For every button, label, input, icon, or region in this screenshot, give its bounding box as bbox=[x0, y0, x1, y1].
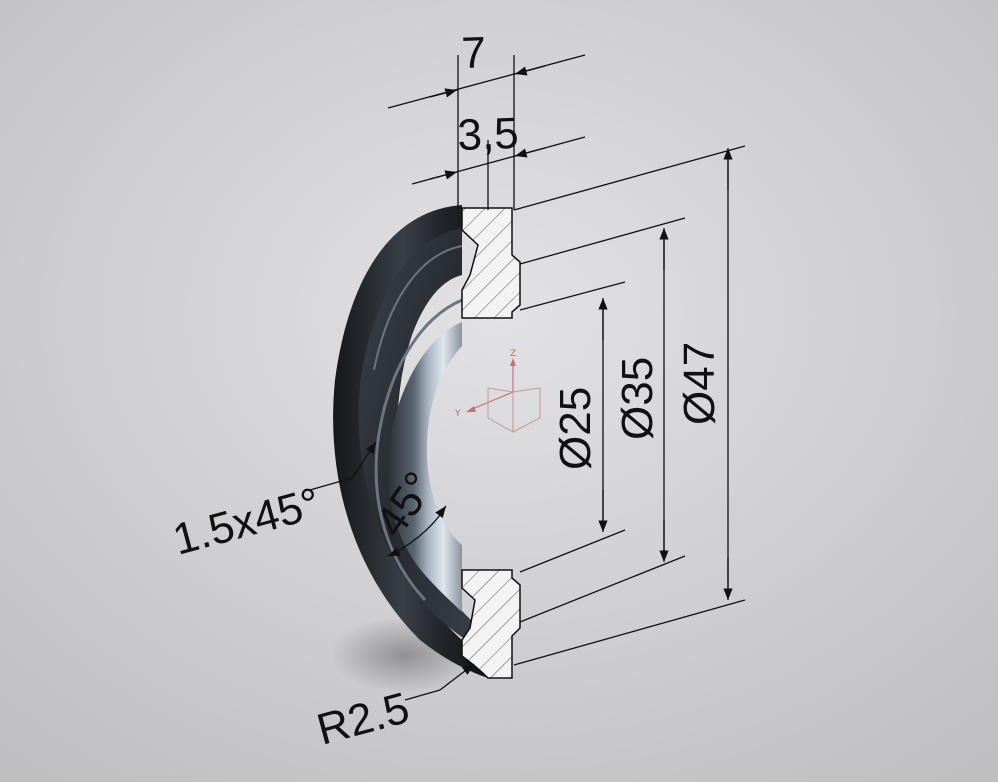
axis-label-y: Y bbox=[454, 409, 461, 419]
section-lower bbox=[461, 569, 521, 679]
outer-edge-highlight bbox=[373, 245, 463, 371]
coordinate-axes: Z Y bbox=[454, 349, 541, 433]
dim-line-width-total bbox=[387, 54, 586, 109]
dim-text-width-total: 7 bbox=[461, 28, 487, 78]
leader-chamfer bbox=[309, 477, 353, 491]
ring-outer-surface bbox=[333, 205, 488, 678]
dimensions bbox=[309, 54, 746, 701]
seal-ring-part bbox=[333, 205, 521, 679]
chamfer-edge bbox=[374, 298, 463, 602]
dim-text-d47: Ø47 bbox=[675, 342, 724, 425]
section-upper bbox=[461, 207, 521, 319]
dim-text-width-inner: 3,5 bbox=[457, 109, 520, 160]
axis-label-z: Z bbox=[510, 349, 516, 359]
dim-text-d35: Ø35 bbox=[613, 357, 662, 440]
ring-bore-surface bbox=[387, 322, 462, 612]
leader-radius bbox=[404, 689, 441, 701]
dim-text-d25: Ø25 bbox=[551, 387, 600, 470]
